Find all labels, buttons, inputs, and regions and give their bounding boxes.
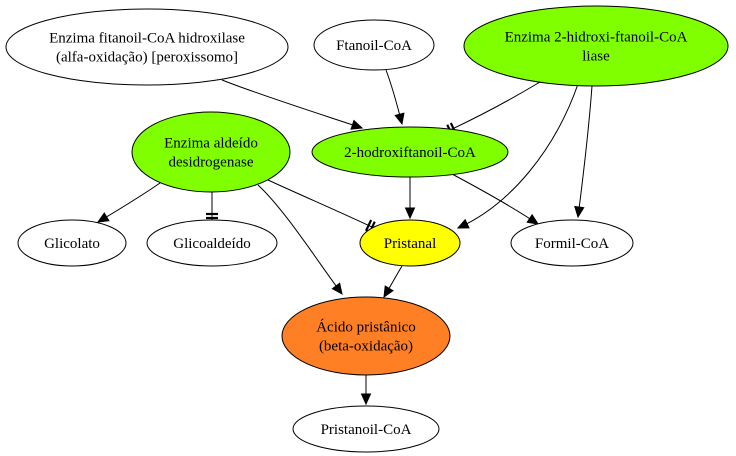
- nodes-layer: Enzima fitanoil-CoA hidroxilase (alfa-oxi…: [5, 5, 729, 453]
- edge-aldeido-desidrogenase-to-acido-pristanico: [257, 184, 343, 295]
- node-ellipse: [510, 219, 634, 267]
- arrowhead: [350, 119, 364, 130]
- node-ellipse: [146, 219, 278, 267]
- edge-line: [447, 81, 541, 132]
- node-label: liase: [582, 49, 610, 65]
- node-label: (beta-oxidação): [319, 339, 413, 355]
- node-ellipse: [281, 296, 451, 376]
- node-label: Pristanal: [384, 236, 437, 252]
- node-aldeido-desidrogenase: Enzima aldeído desidrogenase: [131, 111, 291, 193]
- node-glicoaldeido: Glicoaldeído: [146, 219, 278, 267]
- node-ellipse: [131, 111, 291, 193]
- edge-hidroxi-ftanoil-liase-to-formil-coa: [574, 85, 593, 219]
- node-ftanoil-coa: Ftanoil-CoA: [313, 19, 435, 71]
- node-ellipse: [17, 219, 127, 267]
- node-label: Glicoaldeído: [173, 236, 250, 252]
- edge-pristanal-to-acido-pristanico: [383, 265, 403, 299]
- arrowhead: [331, 282, 343, 295]
- node-ellipse: [463, 5, 729, 87]
- node-ellipse: [292, 405, 440, 453]
- edge-hodroxiftanoil-coa-to-formil-coa: [451, 173, 540, 225]
- edge-fitanoil-hidroxilase-to-hodroxiftanoil-coa: [221, 79, 364, 130]
- edge-hodroxiftanoil-coa-to-pristanal: [404, 177, 416, 220]
- arrowhead: [526, 213, 540, 225]
- node-glicolato: Glicolato: [17, 219, 127, 267]
- arrowhead: [383, 285, 394, 299]
- edge-aldeido-desidrogenase-to-glicoaldeido: [206, 192, 218, 220]
- edge-line: [267, 179, 375, 229]
- node-formil-coa: Formil-CoA: [510, 219, 634, 267]
- edge-line: [257, 184, 343, 295]
- node-pristanal: Pristanal: [359, 219, 461, 267]
- node-label: 2-hodroxiftanoil-CoA: [344, 145, 476, 161]
- arrowhead: [456, 218, 470, 229]
- tee-bar: [365, 219, 373, 232]
- node-label: Enzima fitanoil-CoA hidroxilase: [49, 31, 245, 47]
- node-label: Ácido pristânico: [316, 319, 416, 336]
- node-hodroxiftanoil-coa: 2-hodroxiftanoil-CoA: [311, 126, 509, 178]
- edge-line: [577, 85, 593, 218]
- node-ellipse: [359, 219, 461, 267]
- arrowhead: [96, 212, 110, 223]
- node-pristanoil-coa: Pristanoil-CoA: [292, 405, 440, 453]
- edge-line: [97, 182, 161, 223]
- edge-line: [457, 83, 579, 229]
- edge-hidroxi-ftanoil-liase-to-hodroxiftanoil-coa: [446, 81, 541, 137]
- node-ellipse: [5, 8, 289, 86]
- edge-aldeido-desidrogenase-to-pristanal: [267, 179, 376, 234]
- edge-ftanoil-coa-to-hodroxiftanoil-coa: [385, 69, 405, 126]
- arrowhead: [404, 207, 416, 220]
- node-label: Glicolato: [44, 236, 100, 252]
- node-hidroxi-ftanoil-liase: Enzima 2-hidroxi-ftanoil-CoA liase: [463, 5, 729, 87]
- node-label: desidrogenase: [169, 155, 254, 171]
- arrowhead: [394, 112, 405, 126]
- edge-aldeido-desidrogenase-to-glicolato: [96, 182, 161, 223]
- edge-acido-pristanico-to-pristanoil-coa: [360, 375, 372, 406]
- node-label: Formil-CoA: [535, 236, 609, 252]
- edge-line: [451, 173, 539, 225]
- edge-hidroxi-ftanoil-liase-to-pristanal: [456, 83, 579, 229]
- node-ellipse: [311, 126, 509, 178]
- node-label: Pristanoil-CoA: [321, 422, 412, 438]
- node-fitanoil-hidroxilase: Enzima fitanoil-CoA hidroxilase (alfa-oxi…: [5, 8, 289, 86]
- edge-line: [221, 79, 363, 129]
- node-label: Ftanoil-CoA: [336, 38, 412, 54]
- node-ellipse: [313, 19, 435, 71]
- node-label: Enzima 2-hidroxi-ftanoil-CoA: [505, 30, 688, 46]
- node-label: Enzima aldeído: [164, 136, 258, 152]
- arrowhead: [574, 205, 585, 219]
- arrowhead: [360, 393, 372, 406]
- node-label: (alfa-oxidação) [peroxissomo]: [56, 50, 238, 66]
- node-acido-pristanico: Ácido pristânico (beta-oxidação): [281, 296, 451, 376]
